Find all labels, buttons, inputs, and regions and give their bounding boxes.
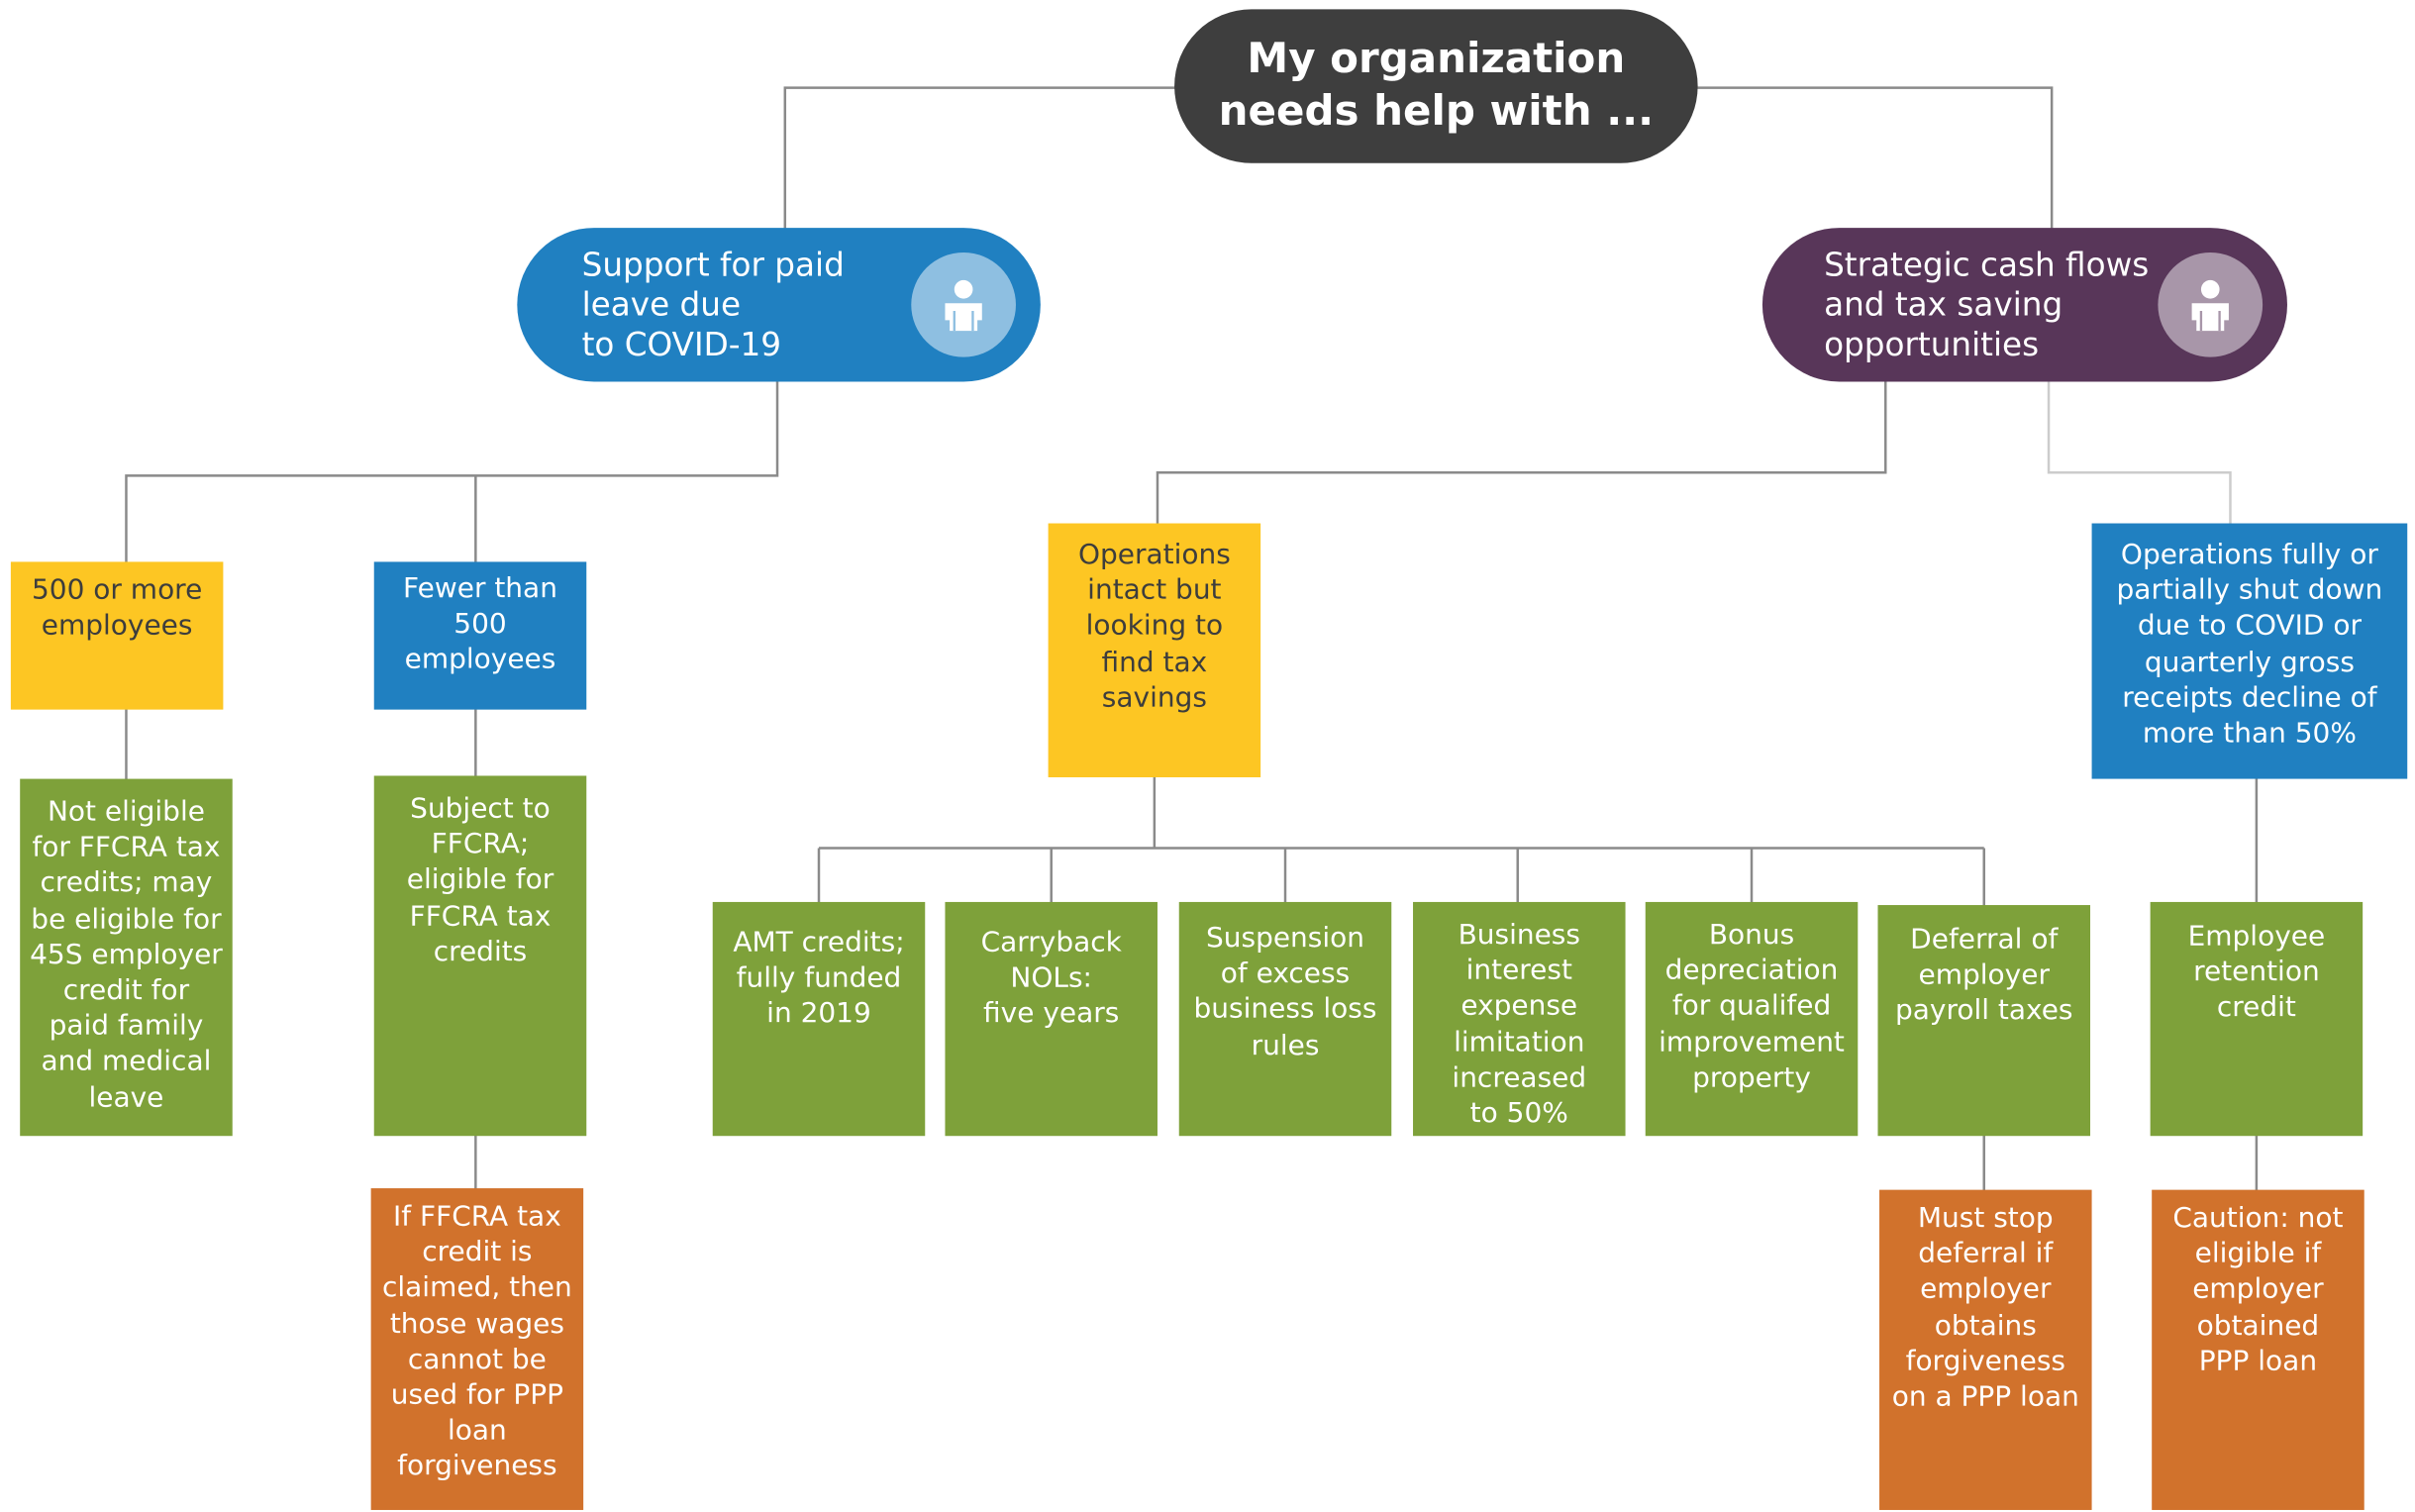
connector-root-right bbox=[1692, 86, 2054, 232]
node-amt-credits-label: AMT credits; fully funded in 2019 bbox=[733, 926, 905, 1031]
branch-cash-flows-label: Strategic cash flows and tax saving oppo… bbox=[1824, 246, 2150, 363]
node-employee-retention-label: Employee retention credit bbox=[2187, 920, 2326, 1025]
node-ffcra-ppp-caution: If FFCRA tax credit is claimed, then tho… bbox=[370, 1188, 584, 1510]
node-deferral-payroll-taxes-label: Deferral of employer payroll taxes bbox=[1894, 923, 2073, 1028]
connector-leave-split bbox=[125, 381, 779, 565]
node-retention-caution-label: Caution: not eligible if employer obtain… bbox=[2172, 1202, 2344, 1377]
node-subject-to-ffcra: Subject to FFCRA; eligible for FFCRA tax… bbox=[373, 775, 587, 1137]
node-suspension-excess-loss: Suspension of excess business loss rules bbox=[1178, 901, 1392, 1137]
connector-cash-shut bbox=[2047, 381, 2232, 526]
node-operations-shut-down: Operations fully or partially shut down … bbox=[2091, 523, 2408, 779]
connector-cash-intact bbox=[1156, 381, 1887, 526]
branch-cash-flows: Strategic cash flows and tax saving oppo… bbox=[1761, 228, 2287, 382]
node-operations-shut-down-label: Operations fully or partially shut down … bbox=[2116, 539, 2383, 751]
node-stop-deferral: Must stop deferral if employer obtains f… bbox=[1879, 1189, 2092, 1510]
node-carryback-nols: Carryback NOLs: five years bbox=[945, 901, 1157, 1137]
node-operations-intact-label: Operations intact but looking to find ta… bbox=[1077, 539, 1231, 714]
node-retention-caution: Caution: not eligible if employer obtain… bbox=[2152, 1189, 2365, 1510]
person-icon bbox=[911, 252, 1016, 357]
branch-paid-leave: Support for paid leave due to COVID-19 bbox=[517, 228, 1041, 382]
node-stop-deferral-label: Must stop deferral if employer obtains f… bbox=[1891, 1202, 2079, 1414]
root-title: My organization needs help with ... bbox=[1218, 35, 1655, 136]
node-suspension-excess-loss-label: Suspension of excess business loss rules bbox=[1193, 922, 1377, 1061]
node-carryback-nols-label: Carryback NOLs: five years bbox=[980, 926, 1122, 1031]
node-bonus-depreciation: Bonus depreciation for qualifed improvem… bbox=[1645, 901, 1859, 1137]
node-fewer-than-500-label: Fewer than 500 employees bbox=[403, 572, 557, 677]
person-icon bbox=[2158, 252, 2264, 357]
node-not-eligible: Not eligible for FFCRA tax credits; may … bbox=[20, 778, 233, 1137]
node-500-or-more-label: 500 or more employees bbox=[31, 573, 203, 643]
node-not-eligible-label: Not eligible for FFCRA tax credits; may … bbox=[30, 795, 223, 1114]
node-amt-credits: AMT credits; fully funded in 2019 bbox=[712, 901, 926, 1137]
node-500-or-more: 500 or more employees bbox=[10, 561, 224, 710]
node-operations-intact: Operations intact but looking to find ta… bbox=[1048, 523, 1261, 778]
node-business-interest-label: Business interest expense limitation inc… bbox=[1452, 919, 1587, 1131]
node-subject-to-ffcra-label: Subject to FFCRA; eligible for FFCRA tax… bbox=[406, 792, 554, 968]
root-question: My organization needs help with ... bbox=[1174, 9, 1698, 163]
connector-root-left bbox=[783, 86, 1178, 232]
node-ffcra-ppp-caution-label: If FFCRA tax credit is claimed, then tho… bbox=[382, 1200, 572, 1483]
branch-paid-leave-label: Support for paid leave due to COVID-19 bbox=[581, 246, 845, 363]
node-deferral-payroll-taxes: Deferral of employer payroll taxes bbox=[1877, 905, 2091, 1137]
node-employee-retention: Employee retention credit bbox=[2150, 901, 2364, 1137]
node-fewer-than-500: Fewer than 500 employees bbox=[373, 561, 587, 710]
node-business-interest: Business interest expense limitation inc… bbox=[1413, 901, 1626, 1137]
node-bonus-depreciation-label: Bonus depreciation for qualifed improvem… bbox=[1659, 919, 1845, 1094]
